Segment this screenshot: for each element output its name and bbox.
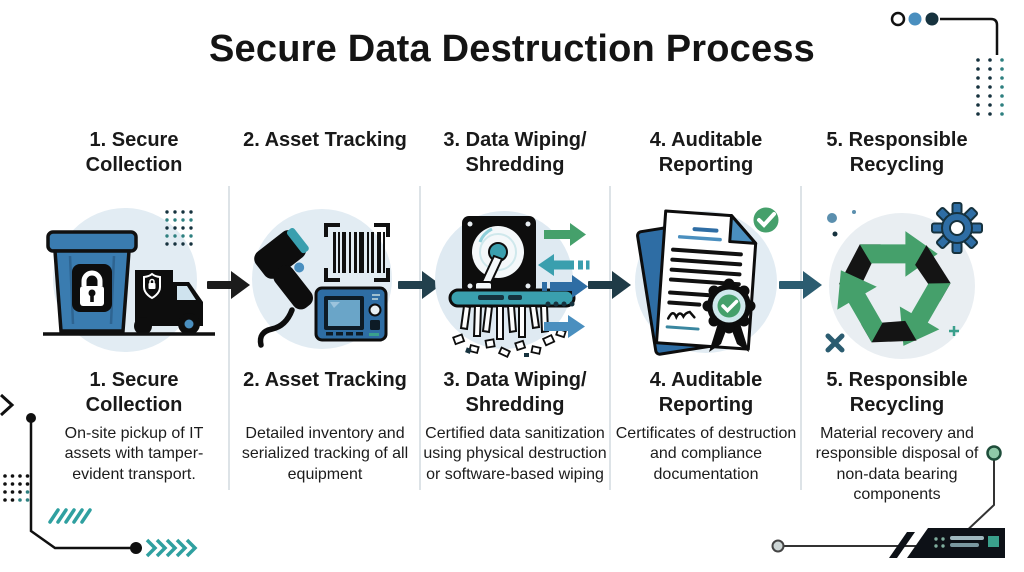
flow-arrow-icon [779, 271, 822, 299]
step-icon-wrap [611, 190, 801, 366]
step-description: On-site pickup of IT assets with tamper-… [64, 425, 204, 483]
step-heading-top: 5. Responsible Recycling [826, 129, 968, 177]
step-heading-bottom: 2. Asset Tracking [243, 369, 407, 391]
circuit-chip-decoration-right [771, 445, 1005, 558]
page-title: Secure Data Destruction Process [209, 28, 815, 70]
dot-grid-decoration [165, 210, 193, 246]
column-divider [419, 186, 421, 490]
step-heading-bottom: 3. Data Wiping/ Shredding [443, 369, 587, 417]
plus-decoration [949, 326, 959, 336]
flow-arrow-icon [207, 271, 250, 299]
step-heading-top: 3. Data Wiping/ Shredding [443, 129, 587, 177]
flow-arrow-icon [588, 271, 631, 299]
step-heading-top: 4. Auditable Reporting [649, 129, 763, 177]
hard-drive [462, 216, 536, 296]
step-heading-top: 1. Secure Collection [85, 129, 183, 177]
step-secure-collection: 1. Secure Collection [39, 128, 229, 485]
barcode [324, 223, 390, 282]
step-auditable-reporting: 4. Auditable Reporting [611, 128, 801, 485]
step-responsible-recycling: 5. Responsible Recycling [802, 128, 992, 506]
step-heading-bottom: 1. Secure Collection [85, 369, 183, 417]
step-data-wiping-shredding: 3. Data Wiping/ Shredding [420, 128, 610, 485]
step-asset-tracking: 2. Asset Tracking [230, 128, 420, 485]
step-icon-wrap [802, 190, 992, 366]
step-description: Certificates of destruction and complian… [615, 425, 797, 483]
x-mark-decoration [825, 333, 845, 353]
step-heading-bottom: 5. Responsible Recycling [826, 369, 968, 417]
flow-arrow-icon [398, 271, 441, 299]
column-divider [800, 186, 802, 490]
certificate-document [655, 209, 758, 351]
step-heading-bottom: 4. Auditable Reporting [649, 369, 763, 417]
column-divider [609, 186, 611, 490]
corner-dots-decoration [890, 11, 1004, 116]
handheld-terminal [314, 286, 388, 342]
check-badge [750, 204, 782, 236]
step-heading-top: 2. Asset Tracking [243, 129, 407, 151]
confetti [452, 327, 567, 359]
scanner-body [254, 227, 313, 310]
recycling-arrows-icon [821, 202, 983, 360]
scanner-cable [257, 307, 295, 348]
step-icon-wrap [39, 190, 229, 366]
barcode-scanner-icon [252, 209, 392, 349]
locked-bin [46, 230, 138, 333]
gear-icon [931, 202, 983, 254]
ribbon-seal [702, 278, 756, 352]
step-icon-wrap [420, 190, 610, 366]
data-flow-arrows [538, 223, 590, 338]
step-description: Certified data sanitization using physic… [423, 425, 607, 483]
slashes-decoration [48, 508, 92, 524]
dot-grid-decoration [3, 474, 30, 502]
truck [134, 270, 203, 335]
circuit-line-decoration-left [0, 393, 198, 558]
column-divider [228, 186, 230, 490]
chevrons-decoration [145, 538, 198, 558]
hard-drive-shredder-icon [435, 211, 590, 359]
step-icon-wrap [230, 190, 420, 366]
signature [666, 310, 696, 320]
locked-bin-and-truck-icon [43, 208, 215, 352]
step-description: Detailed inventory and serialized tracki… [241, 425, 409, 483]
certificate-seal-icon [635, 204, 782, 356]
step-description: Material recovery and responsible dispos… [815, 425, 979, 504]
